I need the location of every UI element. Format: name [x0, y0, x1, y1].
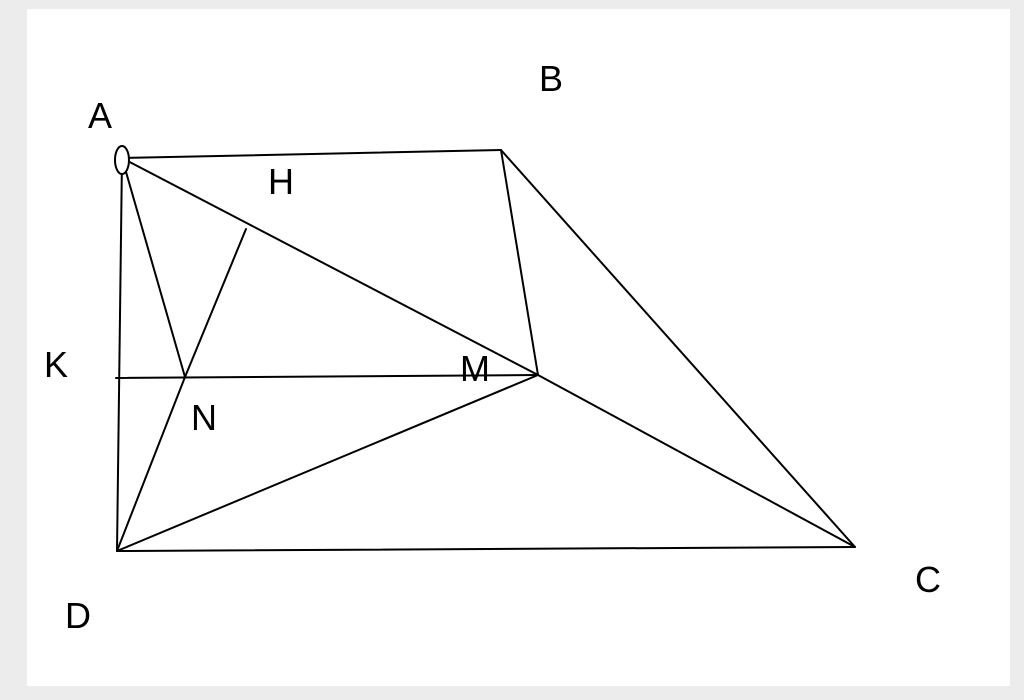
segment-mc: [537, 374, 856, 548]
label-h: H: [268, 161, 294, 202]
label-d: D: [65, 595, 91, 636]
segment-km: [115, 374, 539, 379]
label-n: N: [191, 397, 217, 438]
diagram-canvas: [27, 9, 1010, 686]
label-c: C: [915, 559, 941, 600]
segments-group: [115, 149, 856, 552]
segment-cd: [116, 546, 856, 552]
segment-bm: [500, 149, 539, 376]
label-k: K: [44, 344, 68, 385]
segment-dn: [116, 376, 186, 552]
segment-bc: [500, 149, 856, 548]
label-b: B: [539, 58, 563, 99]
segment-an: [121, 157, 186, 378]
label-a: A: [88, 95, 112, 136]
segment-ab: [121, 149, 502, 159]
labels-group: A B C D H K M N: [44, 58, 941, 636]
segment-am: [121, 157, 539, 376]
segment-da: [116, 157, 123, 552]
segment-nh: [184, 228, 247, 378]
segment-dm: [116, 374, 539, 552]
label-m: M: [460, 348, 490, 389]
point-a-marker: [114, 145, 130, 175]
